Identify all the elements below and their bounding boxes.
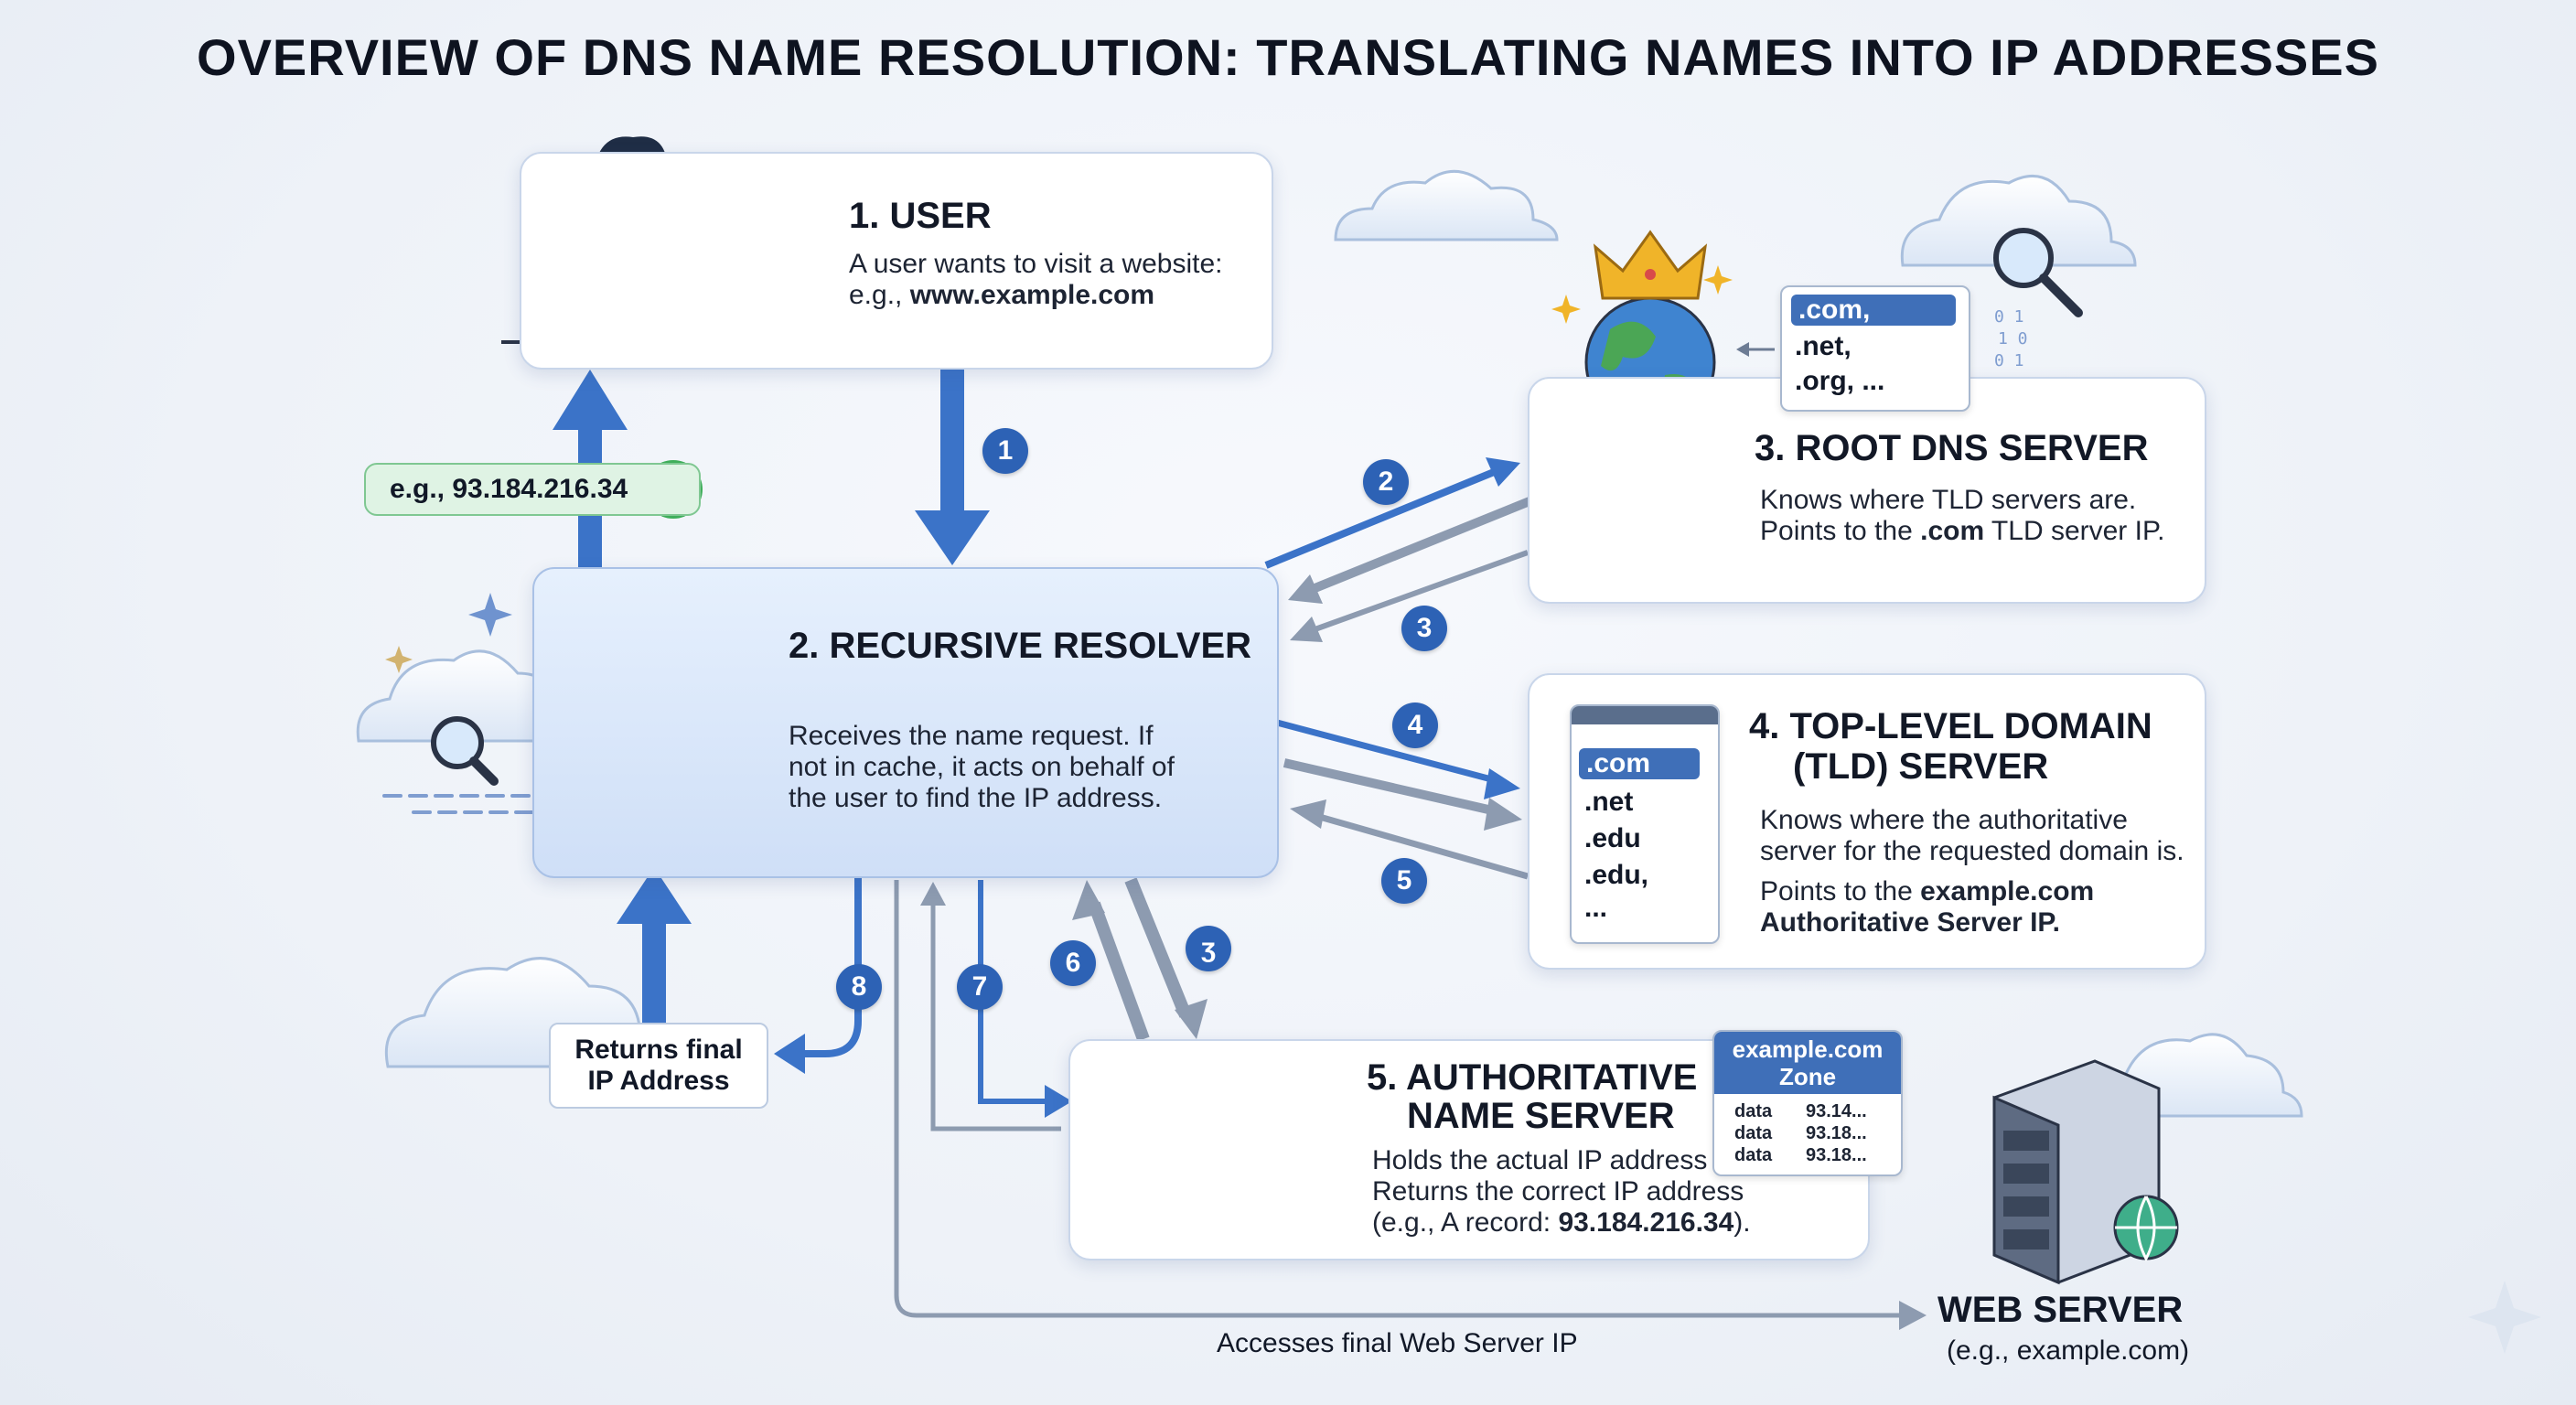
user-line-2: e.g., www.example.com <box>849 280 1223 311</box>
svg-text:1 0: 1 0 <box>1998 329 2028 349</box>
page-title: OVERVIEW OF DNS NAME RESOLUTION: TRANSLA… <box>197 28 2379 86</box>
arrow-step-4 <box>1276 719 1522 831</box>
tld-line-4: Authoritative Server IP. <box>1760 907 2060 938</box>
tld-list-item: .edu <box>1584 823 1641 853</box>
returns-final-ip-box: Returns final IP Address <box>549 1023 768 1109</box>
tld-description: Knows where the authoritative server for… <box>1760 805 2184 938</box>
auth-description: Holds the actual IP address Returns the … <box>1372 1145 1751 1239</box>
root-list-item: .net, <box>1795 331 1852 361</box>
tld-title-line-1: 4. TOP-LEVEL DOMAIN <box>1749 706 2152 746</box>
resolver-title: 2. RECURSIVE RESOLVER <box>789 626 1252 666</box>
access-label: Accesses final Web Server IP <box>1217 1328 1578 1358</box>
step-badge-1: 1 <box>982 428 1028 474</box>
magnifier-icon <box>1993 228 2083 317</box>
tld-title-line-2: (TLD) SERVER <box>1793 746 2049 787</box>
user-card: 1. USER A user wants to visit a website:… <box>520 152 1273 370</box>
zone-row-value: 93.18... <box>1806 1123 1867 1143</box>
svg-text:0 1: 0 1 <box>1994 351 2024 370</box>
arrow-returns-up <box>617 867 692 1023</box>
auth-line-2: Returns the correct IP address <box>1372 1176 1744 1207</box>
web-server-title: WEB SERVER <box>1937 1290 2184 1330</box>
web-server-icon <box>1992 1059 2179 1285</box>
step-badge-7: 7 <box>957 964 1003 1010</box>
svg-text:0 1: 0 1 <box>1994 307 2024 327</box>
user-line-1: A user wants to visit a website: <box>849 249 1223 279</box>
step-badge-4: 4 <box>1392 702 1438 748</box>
root-line-1: Knows where TLD servers are. <box>1760 485 2137 515</box>
auth-title-line-2: NAME SERVER <box>1407 1096 1675 1136</box>
arrow-step-3b <box>1124 877 1208 1039</box>
resolver-description: Receives the name request. If not in cac… <box>789 721 1175 814</box>
user-description: A user wants to visit a website: e.g., w… <box>849 249 1223 311</box>
step-badge-6: 6 <box>1050 940 1096 986</box>
resolver-line-1: Receives the name request. If <box>789 721 1154 751</box>
data-bits-icon: 0 11 00 1 <box>1994 307 2028 370</box>
arrow-user-to-resolver <box>915 366 990 565</box>
auth-title-line-1: 5. AUTHORITATIVE <box>1367 1057 1698 1098</box>
magnifier-icon <box>431 716 499 786</box>
zone-row-key: data <box>1734 1145 1773 1165</box>
resolver-line-2: not in cache, it acts on behalf of <box>789 752 1175 782</box>
zone-title: example.com Zone <box>1714 1032 1901 1094</box>
tld-line-1: Knows where the authoritative <box>1760 805 2128 835</box>
tld-list-header <box>1572 706 1718 724</box>
zone-row-value: 93.14... <box>1806 1101 1867 1121</box>
zone-row-key: data <box>1734 1101 1773 1121</box>
auth-line-3: (e.g., A record: 93.184.216.34). <box>1372 1207 1751 1238</box>
user-domain: www.example.com <box>909 280 1155 310</box>
zone-row-key: data <box>1734 1123 1773 1143</box>
crown-icon <box>1593 230 1708 300</box>
cloud-icon <box>1900 175 2137 267</box>
tld-list-item: ... <box>1584 893 1608 923</box>
root-list-item: .org, ... <box>1795 366 1885 396</box>
arrow-step-2 <box>1264 457 1520 569</box>
root-list-item: .com, <box>1791 295 1956 326</box>
root-server-card: 3. ROOT DNS SERVER Knows where TLD serve… <box>1528 377 2206 604</box>
arrow-step-8 <box>774 874 862 1074</box>
resolver-card: 2. RECURSIVE RESOLVER Receives the name … <box>532 567 1279 878</box>
ip-result-badge: e.g., 93.184.216.34 <box>364 463 701 516</box>
step-badge-8: 8 <box>836 964 882 1010</box>
root-tld-list: .com, .net, .org, ... <box>1780 285 1970 412</box>
speed-lines-icon <box>382 794 536 814</box>
step-badge-2: 2 <box>1363 459 1409 505</box>
auth-line-1: Holds the actual IP address <box>1372 1145 1708 1175</box>
sparkle-icon <box>1551 265 1733 324</box>
step-badge-3-alt: ʒ <box>1186 926 1231 971</box>
arrow-step-3 <box>1288 497 1531 642</box>
arrow-auth-back <box>920 882 1061 1132</box>
user-title: 1. USER <box>849 196 992 236</box>
step-badge-5: 5 <box>1381 858 1427 904</box>
zone-file-box: example.com Zone data 93.14... data 93.1… <box>1712 1030 1903 1176</box>
arrow-step-6 <box>1072 880 1150 1042</box>
user-prefix: e.g., <box>849 280 910 310</box>
tld-line-3: Points to the example.com <box>1760 876 2095 906</box>
arrow-list-to-root <box>1736 342 1775 357</box>
root-title: 3. ROOT DNS SERVER <box>1755 428 2149 468</box>
tld-list-item: .com <box>1579 748 1700 779</box>
resolver-line-3: the user to find the IP address. <box>789 783 1163 813</box>
arrow-to-web-server <box>894 880 1927 1330</box>
tld-line-2: server for the requested domain is. <box>1760 836 2184 866</box>
step-badge-3: 3 <box>1401 606 1447 651</box>
returns-line-2: IP Address <box>587 1066 730 1096</box>
tld-domain-list: .com .net .edu .edu, ... <box>1570 704 1720 944</box>
web-server-subtitle: (e.g., example.com) <box>1947 1335 2190 1366</box>
cloud-icon <box>1334 170 1559 241</box>
arrow-step-5 <box>1290 799 1529 880</box>
arrow-step-7 <box>978 880 1072 1118</box>
tld-list-item: .edu, <box>1584 860 1649 890</box>
root-description: Knows where TLD servers are. Points to t… <box>1760 485 2164 547</box>
returns-line-1: Returns final <box>574 1035 743 1065</box>
zone-row-value: 93.18... <box>1806 1145 1867 1165</box>
root-line-2: Points to the .com TLD server IP. <box>1760 516 2165 546</box>
tld-list-item: .net <box>1584 787 1634 817</box>
